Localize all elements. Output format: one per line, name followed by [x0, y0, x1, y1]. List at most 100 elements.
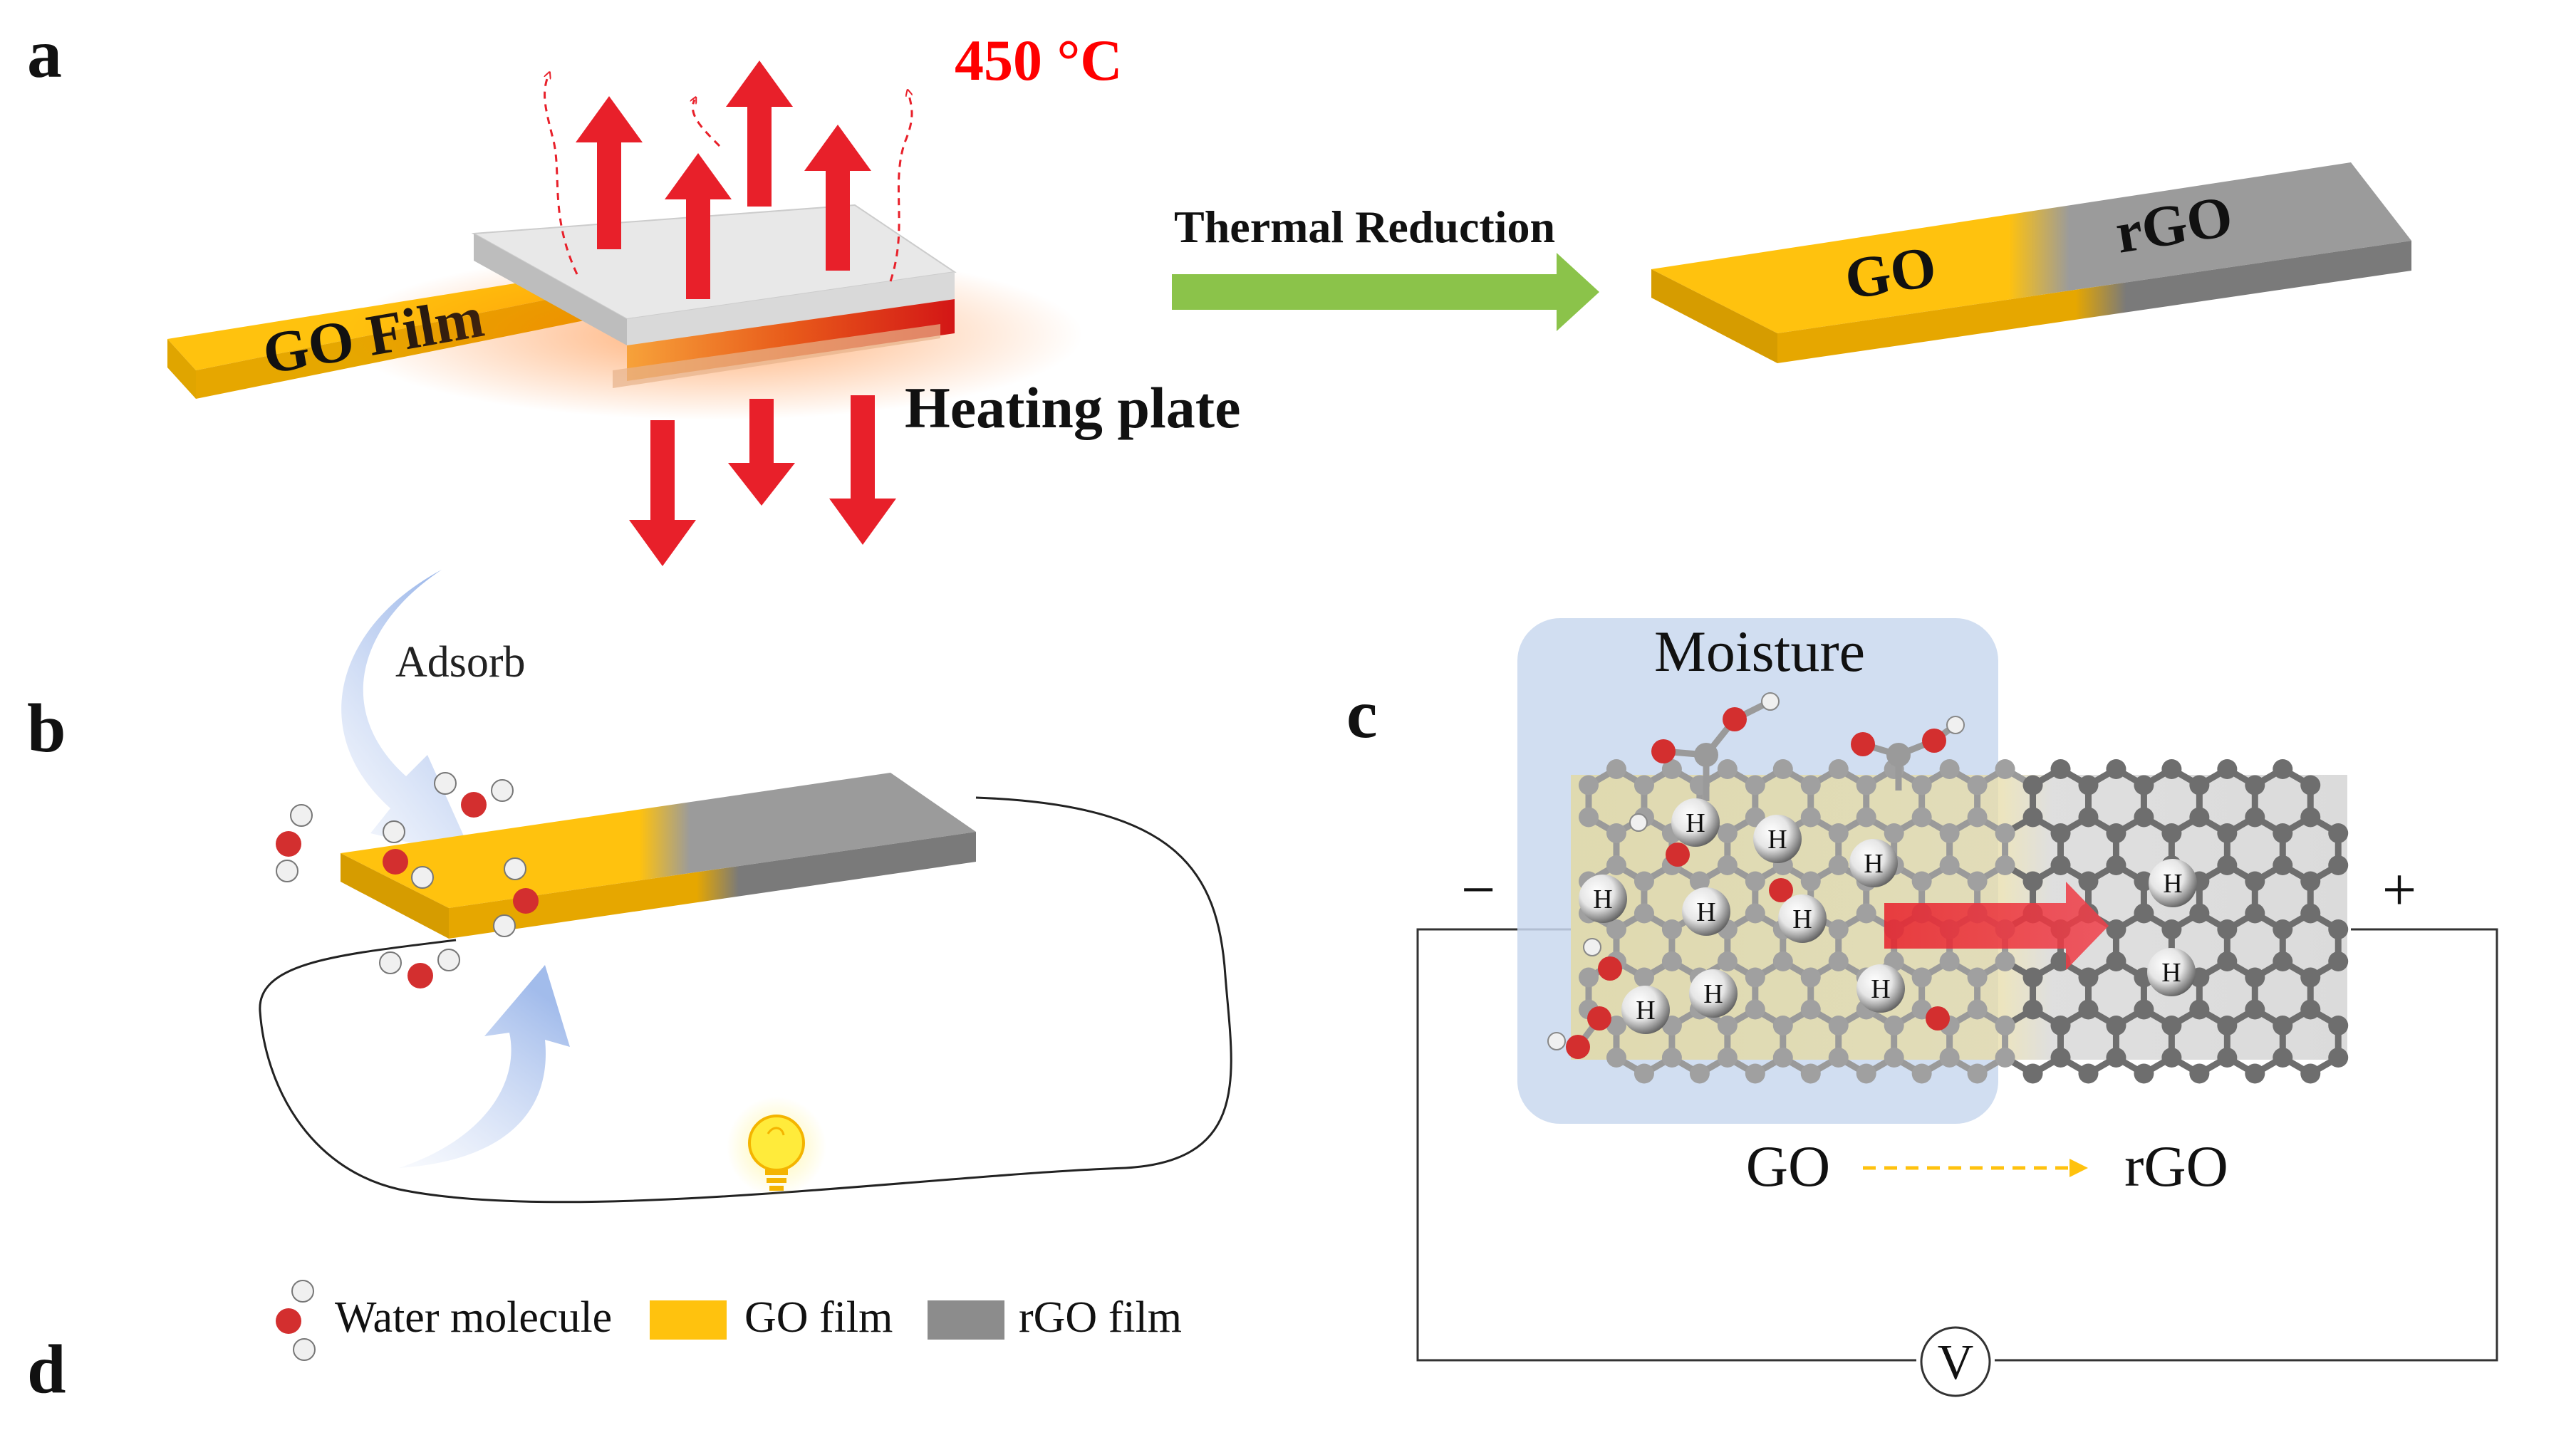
carbon-atom — [2078, 967, 2099, 988]
carbon-atom — [2189, 903, 2210, 924]
carbon-atom — [2106, 855, 2126, 875]
down-arrow-2 — [728, 399, 795, 506]
carbon-atom — [1745, 1063, 1765, 1084]
carbon-atom — [1661, 759, 1682, 779]
panel-a: a GO Film 450 — [27, 16, 2411, 566]
carbon-atom — [1772, 759, 1793, 779]
carbon-atom — [1856, 903, 1876, 924]
sensor-strip — [341, 773, 976, 939]
legend-water-label: Water molecule — [335, 1293, 612, 1342]
carbon-atom — [2300, 1063, 2321, 1084]
carbon-atom — [2022, 967, 2043, 988]
proton-label: H — [1871, 974, 1890, 1004]
carbon-atom — [1606, 855, 1626, 875]
temperature-label: 450 °C — [955, 28, 1123, 93]
carbon-atom — [2328, 919, 2349, 939]
proton-marker — [1856, 964, 1905, 1013]
carbon-atom — [2161, 823, 2182, 843]
carbon-atom — [2328, 951, 2349, 971]
carbon-atom — [1661, 1048, 1682, 1068]
carbon-atom — [1606, 1048, 1626, 1068]
carbon-atom — [2300, 903, 2321, 924]
carbon-atom — [1717, 855, 1738, 875]
legend: Water molecule GO film rGO film — [276, 1280, 1182, 1361]
carbon-atom — [1745, 967, 1765, 988]
carbon-atom — [1995, 855, 2015, 875]
carbon-atom — [2161, 1016, 2182, 1035]
carbon-atom — [1856, 1063, 1876, 1084]
carbon-atom — [2106, 1016, 2126, 1035]
carbon-atom — [1995, 1016, 2015, 1035]
heat-down-arrows — [629, 395, 896, 566]
carbon-atom — [1967, 871, 1988, 892]
process-label: Thermal Reduction — [1174, 202, 1555, 252]
circuit-wire — [259, 796, 1232, 1204]
carbon-atom — [2078, 1063, 2099, 1084]
carbon-atom — [2217, 1016, 2238, 1035]
carbon-atom — [1828, 919, 1849, 939]
down-arrow-3 — [829, 395, 896, 545]
carbon-atom — [1995, 1048, 2015, 1068]
carbon-atom — [1717, 1048, 1738, 1068]
carbon-atom — [1634, 871, 1654, 892]
carbon-atom — [2217, 759, 2238, 779]
carbon-atom — [2050, 1016, 2071, 1035]
carbon-atom — [2161, 759, 2182, 779]
carbon-atom — [1579, 775, 1599, 795]
carbon-atom — [1745, 871, 1765, 892]
carbon-atom — [1661, 919, 1682, 939]
carbon-atom — [1995, 951, 2015, 971]
carbon-atom — [1995, 759, 2015, 779]
carbon-atom — [2050, 855, 2071, 875]
carbon-atom — [1689, 1063, 1710, 1084]
proton-label: H — [1696, 897, 1715, 927]
panel-c-label: c — [1346, 676, 1378, 753]
carbon-atom — [1856, 807, 1876, 828]
carbon-atom — [1800, 775, 1821, 795]
proton-label: H — [1864, 849, 1883, 879]
proton-marker — [1778, 894, 1827, 943]
proton-label: H — [1593, 885, 1612, 914]
proton-marker — [2147, 948, 2196, 996]
proton-marker — [1579, 875, 1627, 923]
carbon-atom — [2161, 1048, 2182, 1068]
up-arrow-3 — [726, 61, 793, 207]
carbon-atom — [1911, 871, 1932, 892]
carbon-atom — [2022, 871, 2043, 892]
carbon-atom — [1884, 1048, 1904, 1068]
carbon-atom — [1634, 1063, 1654, 1084]
up-arrow-4 — [804, 125, 871, 271]
heat-up-arrows — [576, 61, 871, 299]
carbon-atom — [1772, 951, 1793, 971]
carbon-atom — [1634, 967, 1654, 988]
carbon-atom — [1939, 1048, 1960, 1068]
proton-marker — [1671, 798, 1720, 847]
carbon-atom — [2273, 823, 2293, 843]
carbon-atom — [2217, 855, 2238, 875]
carbon-atom — [1911, 775, 1932, 795]
carbon-atom — [1911, 967, 1932, 988]
carbon-atom — [1717, 759, 1738, 779]
carbon-atom — [2078, 871, 2099, 892]
carbon-atom — [2217, 951, 2238, 971]
proton-flow-arrow — [1884, 882, 2109, 970]
carbon-atom — [1967, 775, 1988, 795]
panel-d: d — [27, 1331, 66, 1408]
water-molecule — [493, 857, 539, 937]
carbon-atom — [1967, 967, 1988, 988]
carbon-atom — [1606, 823, 1626, 843]
carbon-atom — [1745, 775, 1765, 795]
carbon-atom — [1717, 1016, 1738, 1035]
carbon-atom — [1828, 951, 1849, 971]
carbon-atom — [1634, 775, 1654, 795]
positive-terminal: + — [2382, 855, 2417, 924]
carbon-atom — [1828, 759, 1849, 779]
carbon-atom — [1745, 903, 1765, 924]
carbon-atom — [2245, 871, 2265, 892]
water-molecule — [434, 772, 514, 818]
panel-a-label: a — [27, 16, 62, 93]
carbon-atom — [1967, 1063, 1988, 1084]
carbon-atom — [2273, 759, 2293, 779]
carbon-atom — [1800, 999, 1821, 1020]
carbon-atom — [2328, 1016, 2349, 1035]
